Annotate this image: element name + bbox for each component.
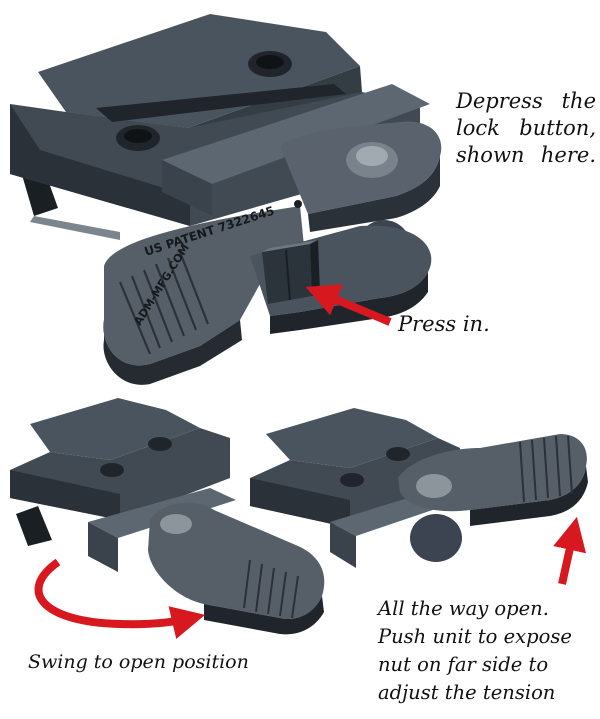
caption-depress: Depress the lock button, shown here.: [456, 89, 596, 167]
mount-open: [250, 408, 588, 568]
curved-red-arrow-icon: [34, 558, 206, 639]
lock-button: [262, 240, 320, 304]
red-arrow-up-icon: [553, 516, 587, 585]
caption-all-the-way-open: All the way open. Push unit to expose nu…: [378, 597, 572, 704]
caption-press-in: Press in.: [398, 312, 490, 336]
red-arrow-icon: [305, 284, 392, 326]
caption-swing: Swing to open position: [28, 651, 249, 673]
mount-swing: [10, 398, 325, 635]
main-mount: US PATENT 7322645 ADM-MFG.COM: [10, 14, 442, 385]
